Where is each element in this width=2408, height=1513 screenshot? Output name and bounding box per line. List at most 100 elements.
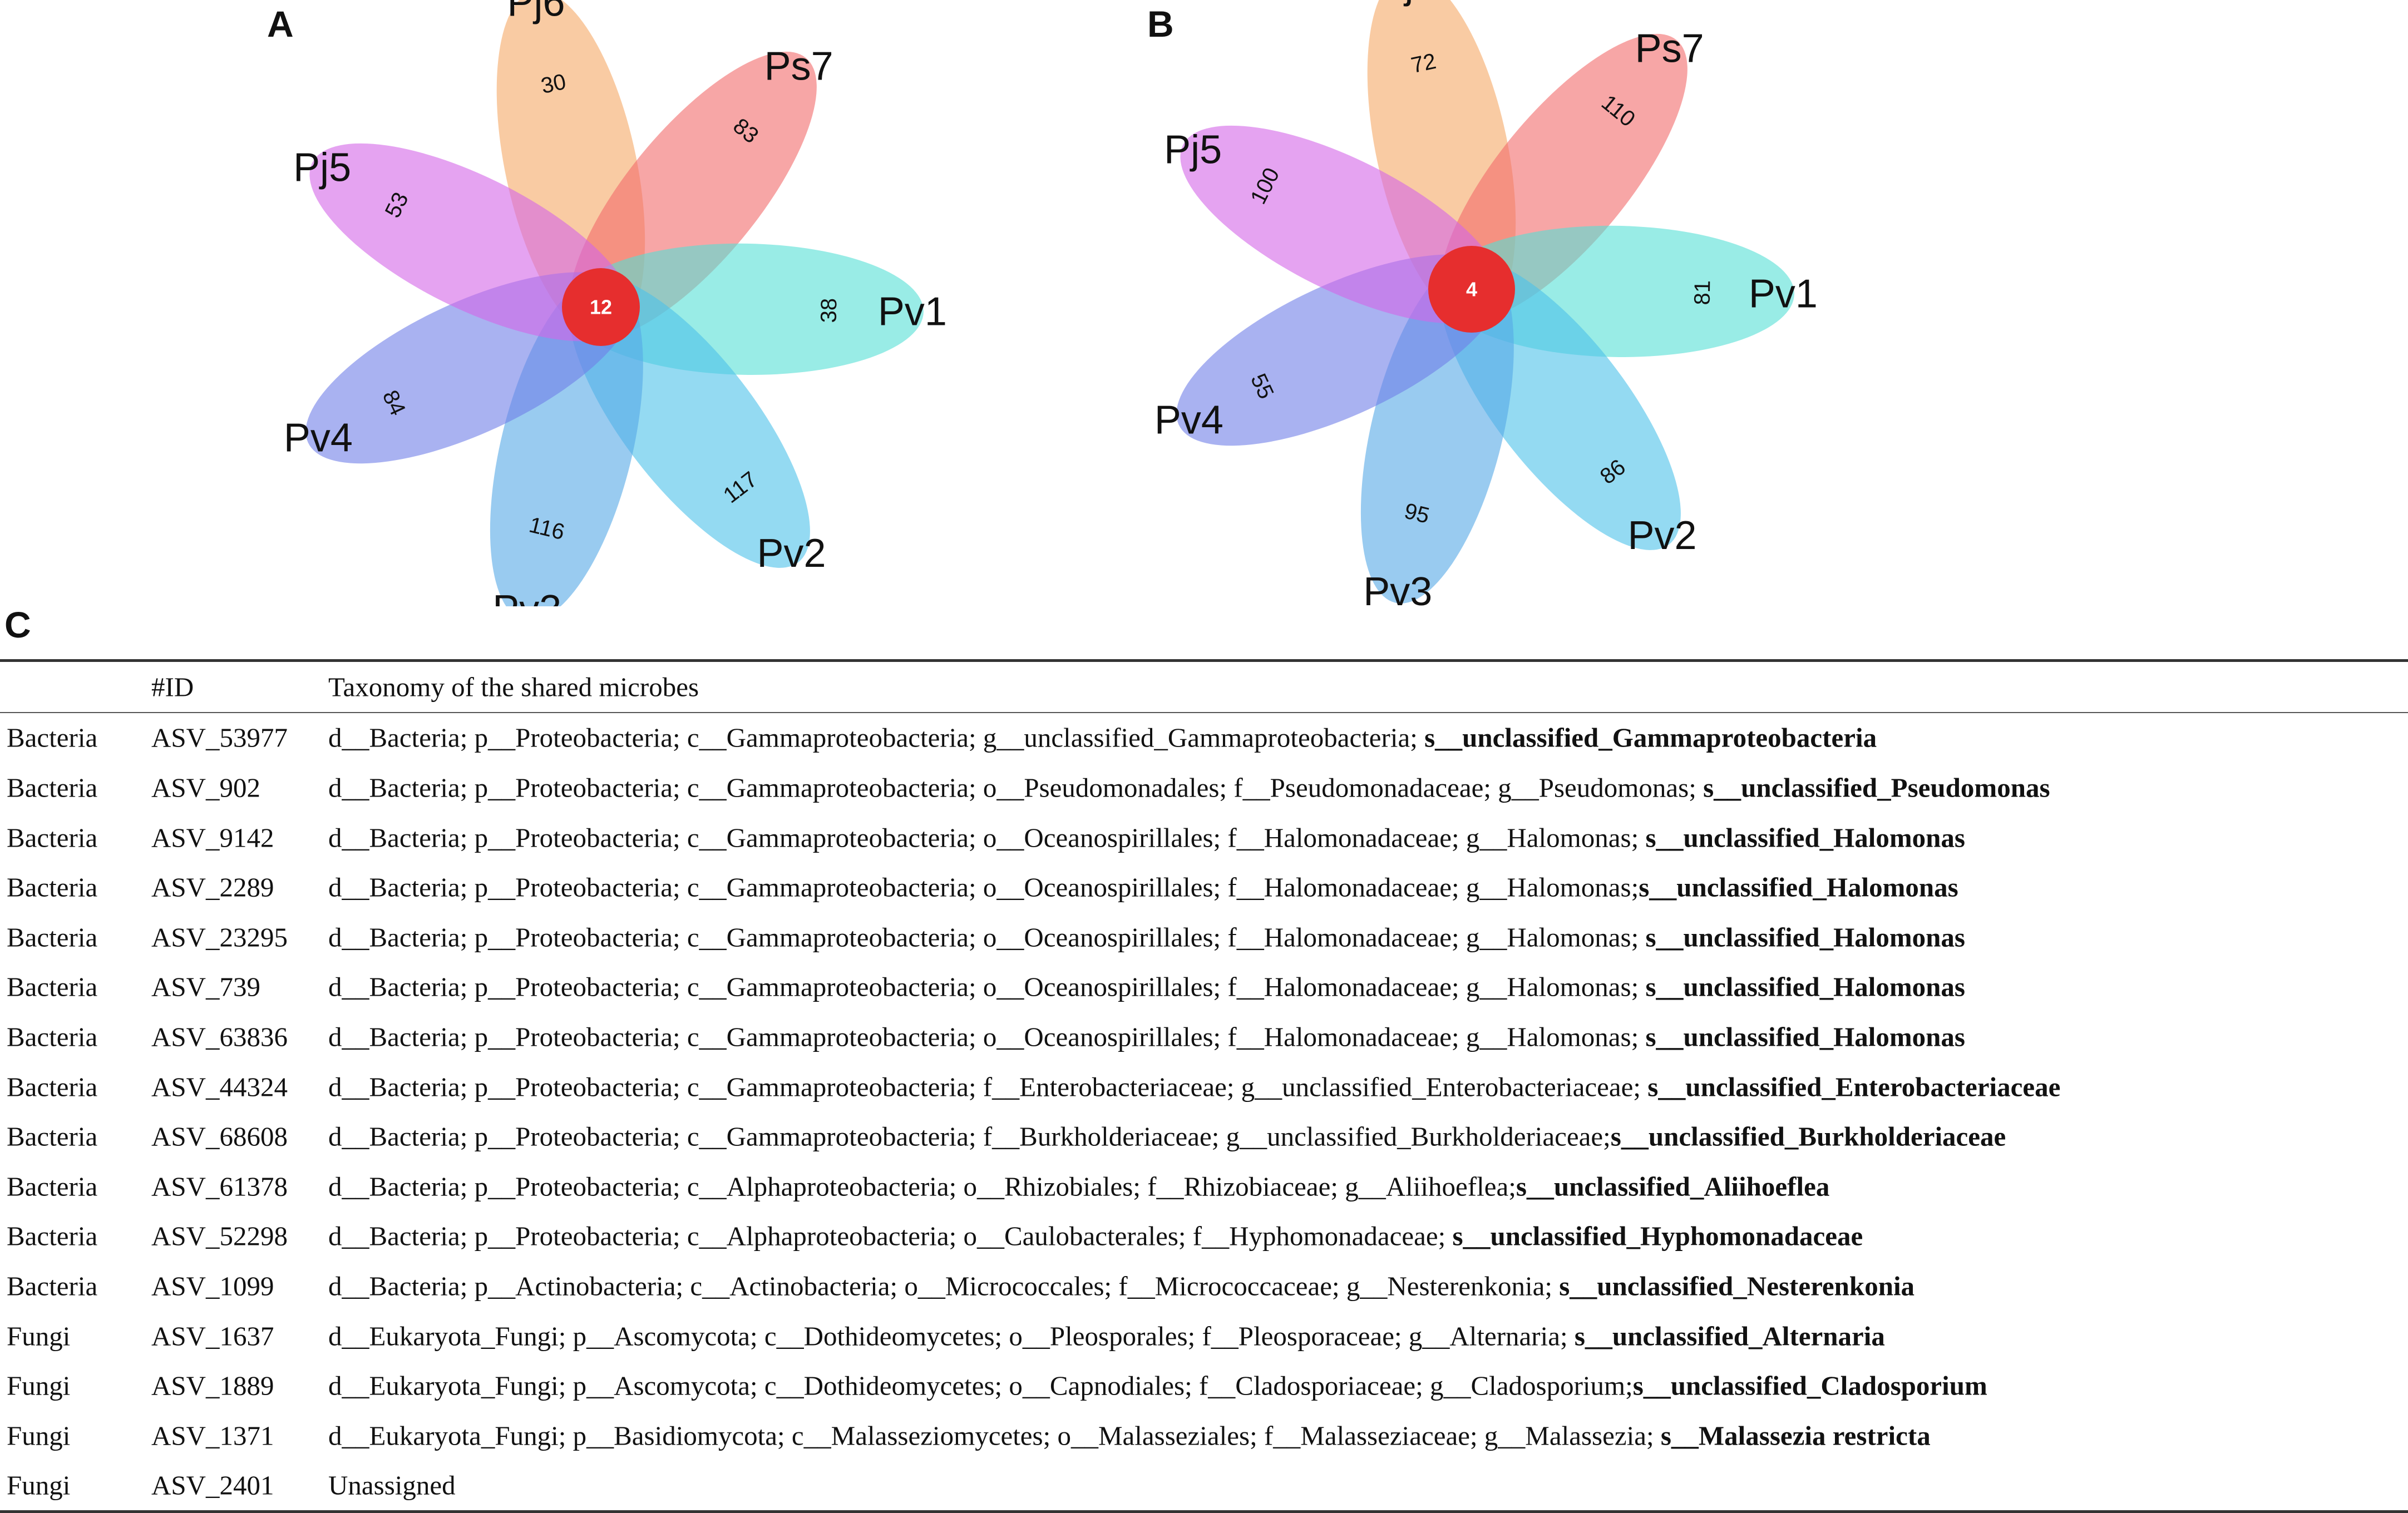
row-id: ASV_61378 xyxy=(151,1171,288,1202)
row-kingdom: Bacteria xyxy=(7,1171,98,1202)
row-kingdom: Bacteria xyxy=(7,1121,98,1152)
row-kingdom: Fungi xyxy=(7,1470,71,1501)
petal-count-pv3: 95 xyxy=(1402,499,1432,528)
row-taxonomy: d__Bacteria; p__Proteobacteria; c__Gamma… xyxy=(328,872,1958,903)
core-count: 4 xyxy=(1466,278,1477,301)
row-taxonomy-species: s__unclassified_Halomonas xyxy=(1645,1021,1965,1052)
row-id: ASV_53977 xyxy=(151,722,288,753)
row-id: ASV_2289 xyxy=(151,872,274,903)
row-id: ASV_44324 xyxy=(151,1071,288,1102)
row-taxonomy: d__Bacteria; p__Proteobacteria; c__Alpha… xyxy=(328,1170,1829,1202)
petal-label-pv3: Pv3 xyxy=(1363,570,1432,606)
table-header-row: #ID Taxonomy of the shared microbes xyxy=(0,662,2408,712)
table-row: Bacteria ASV_1099 d__Bacteria; p__Actinoba… xyxy=(0,1261,2408,1311)
row-taxonomy-species: s__unclassified_Hyphomonadaceae xyxy=(1452,1220,1863,1252)
row-kingdom: Bacteria xyxy=(7,1071,98,1102)
row-taxonomy: d__Bacteria; p__Proteobacteria; c__Gamma… xyxy=(328,1021,1965,1052)
row-taxonomy: d__Bacteria; p__Proteobacteria; c__Gamma… xyxy=(328,772,2050,803)
petal-count-pv1: 81 xyxy=(1690,280,1715,305)
row-taxonomy-lineage: d__Bacteria; p__Proteobacteria; c__Gamma… xyxy=(328,822,1646,853)
header-taxonomy: Taxonomy of the shared microbes xyxy=(328,671,699,703)
panel-letter-a: A xyxy=(267,3,294,44)
petal-label-pj6: Pj6 xyxy=(1378,0,1436,7)
row-taxonomy-species: s__Malassezia restricta xyxy=(1660,1420,1931,1451)
petal-label-pv1: Pv1 xyxy=(878,289,946,334)
petal-label-pv1: Pv1 xyxy=(1749,271,1818,316)
panel-letter-b: B xyxy=(1147,3,1174,44)
row-id: ASV_68608 xyxy=(151,1121,288,1152)
petal-count-pj6: 30 xyxy=(539,70,568,98)
row-taxonomy-species: s__unclassified_Halomonas xyxy=(1645,971,1965,1002)
row-taxonomy-species: s__unclassified_Nesterenkonia xyxy=(1559,1270,1915,1302)
row-kingdom: Bacteria xyxy=(7,971,98,1002)
row-taxonomy-lineage: Unassigned xyxy=(328,1470,456,1501)
row-taxonomy-lineage: d__Eukaryota_Fungi; p__Ascomycota; c__Do… xyxy=(328,1370,1633,1401)
row-taxonomy-lineage: d__Bacteria; p__Proteobacteria; c__Alpha… xyxy=(328,1220,1453,1252)
header-id: #ID xyxy=(151,671,194,703)
table-row: Bacteria ASV_44324 d__Bacteria; p__Proteob… xyxy=(0,1062,2408,1112)
row-kingdom: Bacteria xyxy=(7,722,98,753)
row-kingdom: Bacteria xyxy=(7,1220,98,1252)
row-taxonomy: d__Bacteria; p__Actinobacteria; c__Actin… xyxy=(328,1270,1914,1302)
table-header-rule xyxy=(0,711,2408,713)
petal-label-ps7: Ps7 xyxy=(1635,26,1704,71)
petal-pj5 xyxy=(309,143,634,342)
row-id: ASV_9142 xyxy=(151,822,274,853)
row-id: ASV_1099 xyxy=(151,1270,274,1302)
row-taxonomy-species: s__unclassified_Halomonas xyxy=(1639,872,1958,903)
shared-microbes-table: #ID Taxonomy of the shared microbes Bact… xyxy=(0,659,2408,1513)
row-taxonomy-lineage: d__Bacteria; p__Proteobacteria; c__Alpha… xyxy=(328,1171,1516,1202)
petal-count-pv1: 38 xyxy=(817,298,842,323)
row-kingdom: Bacteria xyxy=(7,822,98,853)
row-taxonomy-species: s__unclassified_Enterobacteriaceae xyxy=(1647,1071,2061,1102)
row-id: ASV_902 xyxy=(151,772,261,803)
core-count: 12 xyxy=(590,296,612,319)
row-taxonomy-species: s__unclassified_Halomonas xyxy=(1645,822,1965,853)
row-id: ASV_1889 xyxy=(151,1370,274,1401)
table-row: Bacteria ASV_52298 d__Bacteria; p__Proteob… xyxy=(0,1212,2408,1262)
table-row: Bacteria ASV_61378 d__Bacteria; p__Proteob… xyxy=(0,1161,2408,1212)
table-row: Bacteria ASV_2289 d__Bacteria; p__Proteoba… xyxy=(0,862,2408,912)
row-taxonomy: d__Eukaryota_Fungi; p__Ascomycota; c__Do… xyxy=(328,1320,1885,1352)
row-taxonomy-lineage: d__Bacteria; p__Proteobacteria; c__Gamma… xyxy=(328,1121,1611,1152)
row-taxonomy-species: s__unclassified_Alternaria xyxy=(1574,1321,1885,1352)
petal-pj5 xyxy=(1180,125,1504,324)
petal-label-pv2: Pv2 xyxy=(757,531,826,576)
row-taxonomy-lineage: d__Bacteria; p__Proteobacteria; c__Gamma… xyxy=(328,922,1646,953)
row-taxonomy: d__Eukaryota_Fungi; p__Ascomycota; c__Do… xyxy=(328,1370,1987,1402)
row-taxonomy: d__Bacteria; p__Proteobacteria; c__Gamma… xyxy=(328,1071,2060,1102)
row-id: ASV_63836 xyxy=(151,1021,288,1052)
petal-label-pj5: Pj5 xyxy=(1164,128,1222,172)
row-taxonomy: d__Bacteria; p__Proteobacteria; c__Gamma… xyxy=(328,1121,2006,1153)
petal-count-pj6: 72 xyxy=(1409,49,1438,78)
row-kingdom: Fungi xyxy=(7,1321,71,1352)
row-taxonomy-species: s__unclassified_Aliihoeflea xyxy=(1516,1171,1830,1202)
row-id: ASV_739 xyxy=(151,971,261,1002)
table-top-rule xyxy=(0,659,2408,662)
row-taxonomy: d__Bacteria; p__Proteobacteria; c__Gamma… xyxy=(328,822,1965,853)
table-row: Bacteria ASV_68608 d__Bacteria; p__Proteob… xyxy=(0,1111,2408,1161)
row-kingdom: Bacteria xyxy=(7,872,98,903)
row-taxonomy: d__Bacteria; p__Proteobacteria; c__Gamma… xyxy=(328,722,1877,754)
row-taxonomy-species: s__unclassified_Cladosporium xyxy=(1632,1370,1987,1401)
row-kingdom: Bacteria xyxy=(7,1270,98,1302)
row-id: ASV_2401 xyxy=(151,1470,274,1501)
row-taxonomy-lineage: d__Bacteria; p__Proteobacteria; c__Gamma… xyxy=(328,722,1425,753)
row-taxonomy-species: s__unclassified_Gammaproteobacteria xyxy=(1424,722,1877,753)
petal-label-pv4: Pv4 xyxy=(1154,398,1223,442)
petal-label-pv3: Pv3 xyxy=(492,587,561,606)
row-taxonomy: d__Eukaryota_Fungi; p__Basidiomycota; c_… xyxy=(328,1420,1931,1451)
row-id: ASV_52298 xyxy=(151,1220,288,1252)
petal-label-ps7: Ps7 xyxy=(764,44,833,88)
row-kingdom: Fungi xyxy=(7,1370,71,1401)
row-taxonomy-lineage: d__Bacteria; p__Proteobacteria; c__Gamma… xyxy=(328,772,1704,803)
core-circle xyxy=(1428,246,1515,333)
row-taxonomy: Unassigned xyxy=(328,1470,456,1501)
core-circle xyxy=(562,268,640,346)
row-kingdom: Bacteria xyxy=(7,1021,98,1052)
table-body: Bacteria ASV_53977 d__Bacteria; p__Proteob… xyxy=(0,713,2408,1511)
